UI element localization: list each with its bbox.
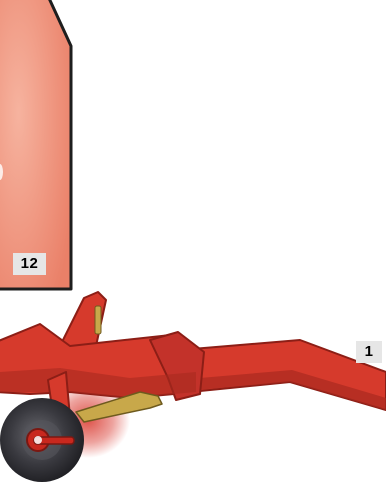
hitch-pin [94,305,102,335]
drawbar-shade [196,370,386,410]
wheel-icon [0,398,84,482]
gold-link [75,391,163,423]
callout-label-1: 1 [356,341,382,363]
callout-label-12: 12 [13,253,46,275]
panel-highlight [0,164,3,180]
body-panel [0,0,73,291]
